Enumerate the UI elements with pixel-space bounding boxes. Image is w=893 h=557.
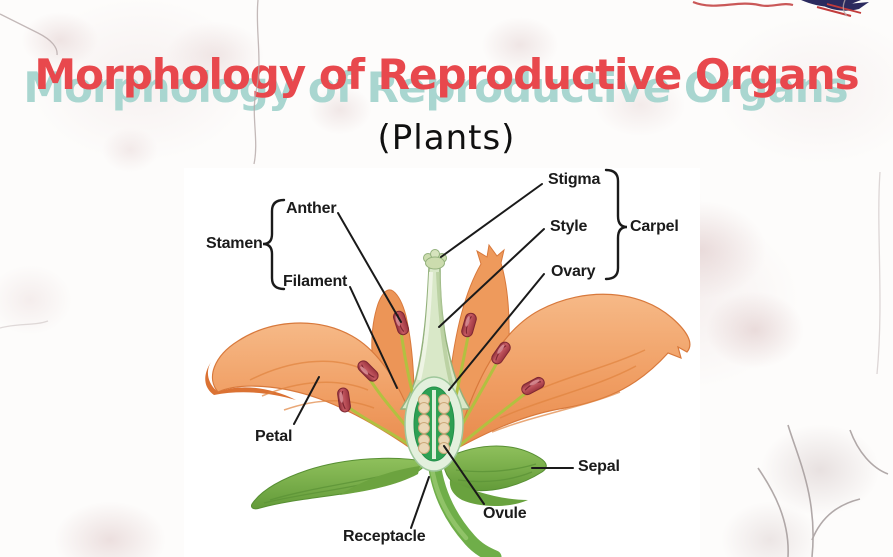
- label-sepal: Sepal: [578, 458, 620, 475]
- label-petal: Petal: [255, 428, 293, 445]
- stamen-brace: [262, 198, 286, 291]
- label-carpel: Carpel: [630, 218, 679, 235]
- marble-veins-bottom-right: [757, 424, 889, 557]
- page-title-text: Morphology of Reproductive Organs: [34, 50, 859, 99]
- leader-line-anther: [337, 212, 402, 323]
- page-title: Morphology of Reproductive Organs Morpho…: [0, 50, 893, 112]
- group-braces: [262, 168, 628, 291]
- leader-line-stigma: [440, 183, 543, 258]
- label-filament: Filament: [283, 273, 348, 290]
- leader-line-ovary: [448, 273, 545, 391]
- label-ovary: Ovary: [551, 263, 596, 280]
- page-title-echo: Morphology of Reproductive Organs: [23, 63, 848, 112]
- brand-swoosh-logo-icon: [692, 0, 869, 17]
- ovary-shape: [404, 376, 464, 472]
- leader-line-receptacle: [410, 476, 430, 529]
- ovule-shapes: [418, 394, 450, 454]
- leader-line-petal: [293, 376, 320, 425]
- leader-line-style: [438, 228, 545, 328]
- carpel-brace: [604, 168, 628, 281]
- label-anther: Anther: [286, 200, 337, 217]
- label-ovule: Ovule: [483, 505, 527, 522]
- marble-cracks: [0, 0, 881, 375]
- sepal-shapes: [251, 445, 547, 510]
- label-receptacle: Receptacle: [343, 528, 426, 545]
- label-stigma: Stigma: [548, 171, 601, 188]
- page-subtitle: (Plants): [377, 118, 516, 158]
- label-style: Style: [550, 218, 588, 235]
- label-stamen: Stamen: [206, 235, 263, 252]
- leader-line-filament: [349, 286, 398, 389]
- petal-left-shape: [205, 322, 425, 460]
- leader-lines: [293, 183, 574, 529]
- leader-line-ovule: [443, 445, 485, 505]
